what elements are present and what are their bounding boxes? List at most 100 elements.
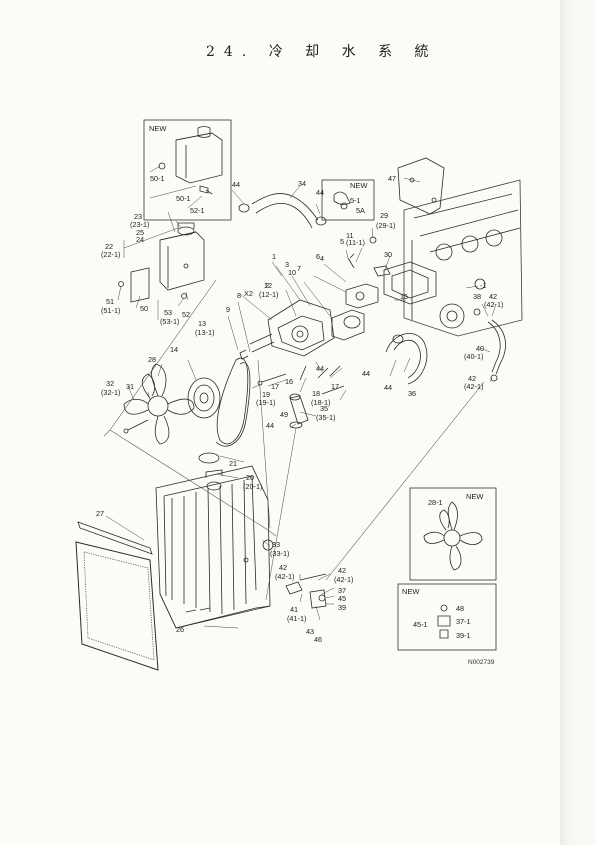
bolts [123, 365, 345, 434]
part-label: 28 [148, 355, 156, 364]
part-label: (13-1) [195, 328, 214, 337]
part-label: 45-1 [413, 620, 428, 629]
part-label: 52-1 [190, 206, 205, 215]
part-label: (12-1) [259, 290, 278, 299]
part-label: 33 [272, 540, 280, 549]
part-label: X2 [244, 289, 253, 298]
part-label: 16 [285, 377, 293, 386]
part-label: 44 [384, 383, 392, 392]
part-label: (22-1) [101, 250, 120, 259]
part-label: 31 [126, 382, 134, 391]
cooling-fan [123, 363, 195, 445]
inset-title: NEW [402, 587, 420, 596]
part-label: 53 [164, 308, 172, 317]
drain-cock [285, 573, 327, 609]
part-label: (35-1) [316, 413, 335, 422]
fan-pulley [187, 377, 221, 419]
part-label: (23-1) [130, 220, 149, 229]
part-label: 44 [316, 188, 324, 197]
radiator [155, 452, 274, 629]
part-label: 27 [96, 509, 104, 518]
part-label: 24 [136, 235, 144, 244]
part-label: 36 [408, 389, 416, 398]
part-label: 8 [237, 291, 241, 300]
part-label: (19-1) [256, 398, 275, 407]
part-label: 26 [176, 625, 184, 634]
part-label: (40-1) [464, 352, 483, 361]
part-label: 50-1 [176, 194, 191, 203]
part-label: 48 [456, 604, 464, 613]
part-label: 20 [246, 473, 254, 482]
grille-screen [75, 541, 159, 671]
drawing-code: N002739 [468, 659, 495, 666]
part-label: 42 [279, 563, 287, 572]
engine-block [383, 157, 523, 337]
part-label: 50 [140, 304, 148, 313]
part-label: (42-1) [334, 575, 353, 584]
part-label: 4 [320, 254, 324, 263]
bypass-hose [385, 332, 428, 385]
part-label: 28-1 [428, 498, 443, 507]
part-label: 39-1 [456, 631, 471, 640]
part-label: 22 [105, 242, 113, 251]
part-label: 44 [232, 180, 240, 189]
reservoir-tank [118, 222, 205, 303]
part-label: (18-1) [311, 398, 330, 407]
part-label: 19 [262, 390, 270, 399]
part-label: 46 [314, 635, 322, 644]
part-label: 45 [338, 594, 346, 603]
part-label: 5-1 [350, 196, 361, 205]
part-label: 44 [362, 369, 370, 378]
part-label: 38 [473, 292, 481, 301]
part-label: (33-1) [270, 549, 289, 558]
part-label: 5A [356, 206, 365, 215]
part-label: 35 [320, 404, 328, 413]
part-label: 47 [388, 174, 396, 183]
inset-title: NEW [466, 492, 484, 501]
part-label: 3 [285, 260, 289, 269]
part-label: 23 [134, 212, 142, 221]
part-label: 50-1 [150, 174, 165, 183]
part-label: (29-1) [376, 221, 395, 230]
part-label: (53-1) [160, 317, 179, 326]
part-label: 42 [468, 374, 476, 383]
part-label: 43 [306, 627, 314, 636]
part-label: 11 [346, 231, 354, 240]
inset-new-reservoir [143, 119, 232, 221]
part-label: 7 [297, 264, 301, 273]
adjacent-page-edge [560, 0, 596, 845]
part-label: 44 [266, 421, 274, 430]
section-lines [103, 279, 485, 601]
part-label: (41-1) [287, 614, 306, 623]
water-pipe [487, 319, 506, 382]
part-label: (42-1) [484, 300, 503, 309]
part-label: 21 [229, 459, 237, 468]
inset-title: NEW [149, 124, 167, 133]
part-label: (42-1) [464, 382, 483, 391]
part-label: 2 [265, 281, 269, 290]
part-label: 44 [316, 364, 324, 373]
part-label: 32 [106, 379, 114, 388]
part-label: 5 [340, 237, 344, 246]
part-label: 10 [288, 268, 296, 277]
part-label: (51-1) [101, 306, 120, 315]
leader-lines [105, 165, 497, 629]
part-label: (20-1) [243, 482, 262, 491]
part-label: 49 [280, 410, 288, 419]
part-label: 14 [170, 345, 178, 354]
inset-new-sensor [321, 179, 375, 221]
part-label: 17 [271, 382, 279, 391]
part-label: 37 [338, 586, 346, 595]
part-label: 29 [380, 211, 388, 220]
part-label: 39 [338, 603, 346, 612]
part-label: 42 [489, 292, 497, 301]
part-label: (32-1) [101, 388, 120, 397]
part-label: 30 [384, 250, 392, 259]
lower-hose-short [289, 393, 309, 429]
inset-new-fan [409, 487, 497, 581]
part-label: 9 [226, 305, 230, 314]
part-label: 25 [136, 228, 144, 237]
fan-belt [215, 357, 251, 447]
